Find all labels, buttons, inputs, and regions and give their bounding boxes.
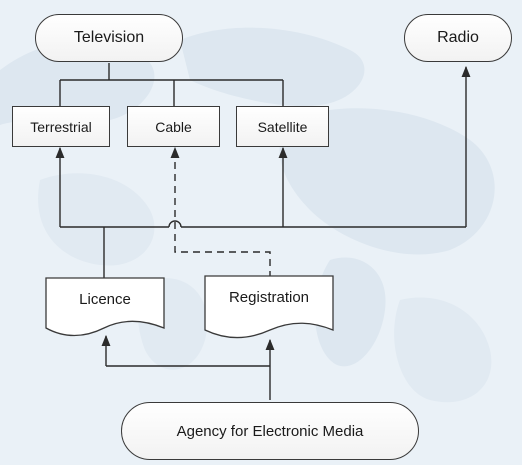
registration-to-cable-dashed-arrow	[170, 146, 271, 278]
registration-label: Registration	[228, 288, 310, 306]
licence-document-shape	[45, 277, 165, 337]
registration-node: Registration	[205, 278, 333, 316]
agency-node: Agency for Electronic Media	[121, 402, 419, 460]
licence-label: Licence	[79, 290, 131, 308]
radio-node: Radio	[404, 14, 512, 62]
satellite-label: Satellite	[257, 118, 308, 135]
television-node: Television	[35, 14, 183, 62]
television-label: Television	[73, 29, 145, 46]
licence-node: Licence	[46, 280, 164, 318]
cable-label: Cable	[155, 118, 192, 135]
radio-label: Radio	[437, 29, 479, 46]
agency-label: Agency for Electronic Media	[176, 422, 364, 440]
line-hop-over-dashed	[168, 220, 182, 228]
terrestrial-node: Terrestrial	[12, 106, 110, 147]
terrestrial-label: Terrestrial	[30, 118, 92, 135]
satellite-node: Satellite	[236, 106, 329, 147]
registration-document-shape	[204, 275, 334, 339]
cable-node: Cable	[127, 106, 220, 147]
